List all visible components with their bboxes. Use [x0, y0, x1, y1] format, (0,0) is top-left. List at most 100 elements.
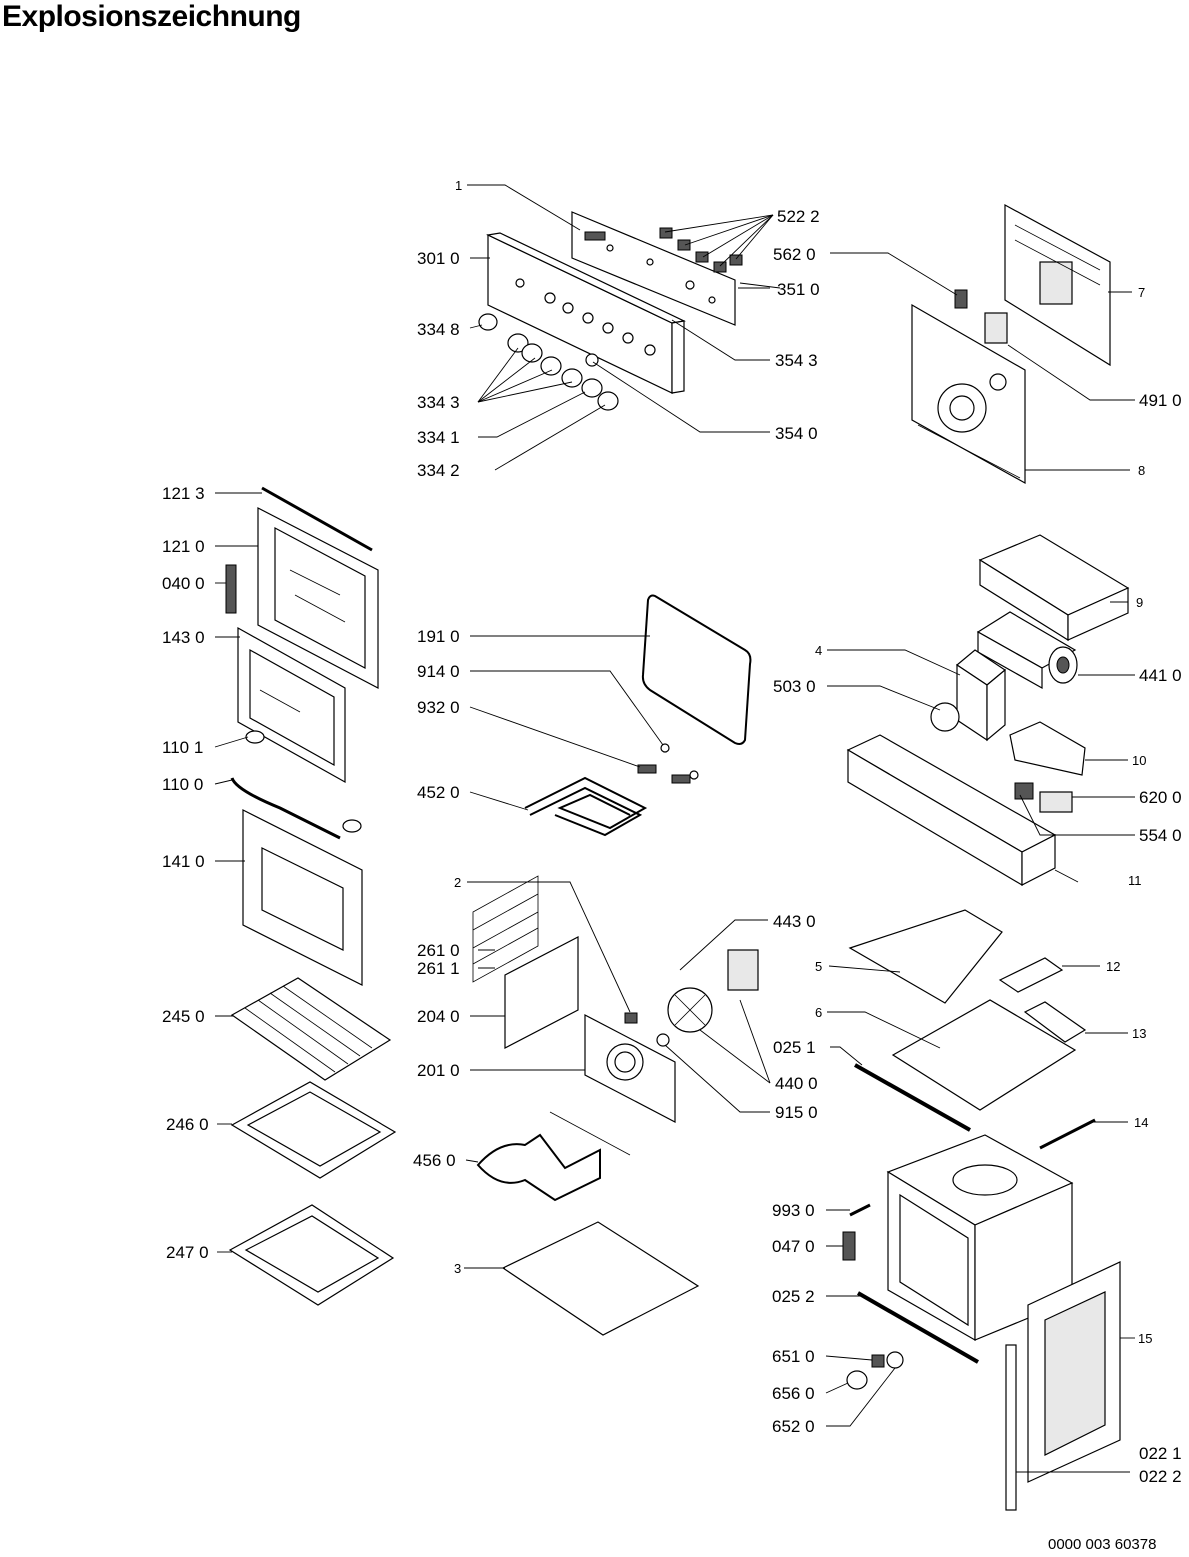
diagram-title: Explosionszeichnung [2, 0, 301, 33]
label-993-0: 993 0 [772, 1201, 815, 1220]
hinge-part [225, 564, 237, 614]
label-932-0: 932 0 [417, 698, 460, 717]
cover-plate-part [1009, 721, 1086, 776]
front-panel-part [486, 232, 686, 394]
terminal-part-2 [671, 774, 691, 784]
label-656-0: 656 0 [772, 1384, 815, 1403]
lamp-socket-part [871, 1354, 885, 1368]
label-351-0: 351 0 [777, 280, 820, 299]
label-440-0: 440 0 [775, 1074, 818, 1093]
outer-door-part [242, 809, 363, 986]
label-562-0: 562 0 [773, 245, 816, 264]
door-frame-part [257, 507, 379, 689]
screw-part [849, 1203, 871, 1217]
label-040-0: 040 0 [162, 574, 205, 593]
wire-rack-part [230, 977, 392, 1081]
label-10: 10 [1132, 753, 1146, 768]
label-245-0: 245 0 [162, 1007, 205, 1026]
label-15: 15 [1138, 1331, 1152, 1346]
label-022-1: 022 1 [1139, 1444, 1182, 1463]
label-110-0: 110 0 [162, 775, 203, 794]
top-plate-part [891, 999, 1077, 1111]
terminal-part [637, 764, 657, 774]
label-11: 11 [1128, 873, 1142, 888]
knob-parts [478, 313, 619, 411]
rod-part [1039, 1118, 1096, 1150]
label-12: 12 [1106, 959, 1120, 974]
lamp-part [886, 1351, 904, 1369]
baking-tray-part [230, 1081, 397, 1179]
nut-part [660, 743, 670, 753]
switch-part [1014, 782, 1034, 800]
label-334-1: 334 1 [417, 428, 460, 447]
rail-part [854, 1063, 971, 1132]
label-191-0: 191 0 [417, 627, 460, 646]
label-143-0: 143 0 [162, 628, 205, 647]
oven-seal-part [641, 594, 752, 745]
label-3: 3 [454, 1261, 461, 1276]
tangential-fan-part [976, 611, 1078, 690]
terminal-block-part [1039, 791, 1073, 813]
label-4: 4 [815, 643, 822, 658]
handle-part [230, 777, 341, 840]
top-cover-part [848, 909, 1003, 1004]
control-bracket-part [571, 211, 736, 326]
label-301-0: 301 0 [417, 249, 460, 268]
cooling-box-part [978, 534, 1130, 642]
fan-housing-part [930, 649, 1007, 742]
label-247-0: 247 0 [166, 1243, 209, 1262]
fan-cover-part [584, 1012, 676, 1123]
label-025-1: 025 1 [773, 1038, 816, 1057]
lamp-cover-part [846, 1370, 868, 1390]
label-441-0: 441 0 [1139, 666, 1182, 685]
label-246-0: 246 0 [166, 1115, 209, 1134]
label-6: 6 [815, 1005, 822, 1020]
side-wall-part [504, 936, 579, 1049]
label-7: 7 [1138, 285, 1145, 300]
label-141-0: 141 0 [162, 852, 205, 871]
label-022-2: 022 2 [1139, 1467, 1182, 1486]
label-201-0: 201 0 [417, 1061, 460, 1080]
label-456-0: 456 0 [413, 1151, 456, 1170]
label-620-0: 620 0 [1139, 788, 1182, 807]
switch-parts [659, 227, 781, 289]
lower-heater-part [476, 1111, 631, 1202]
inner-glass-part [237, 626, 346, 784]
fan-part [656, 949, 759, 1047]
nut-part-2 [689, 770, 699, 780]
document-number: 0000 003 60378 [1048, 1536, 1157, 1553]
label-503-0: 503 0 [773, 677, 816, 696]
label-5: 5 [815, 959, 822, 974]
label-914-0: 914 0 [417, 662, 460, 681]
back-panel-part [1004, 203, 1111, 367]
label-652-0: 652 0 [772, 1417, 815, 1436]
label-1: 1 [455, 178, 462, 193]
label-8: 8 [1138, 463, 1145, 478]
label-14: 14 [1134, 1115, 1148, 1130]
label-047-0: 047 0 [772, 1237, 815, 1256]
label-13: 13 [1132, 1026, 1146, 1041]
bracket-13-part [1023, 1001, 1087, 1043]
label-522-2: 522 2 [777, 207, 820, 226]
label-110-1: 110 1 [162, 738, 203, 757]
label-334-2: 334 2 [417, 461, 460, 480]
gasket-part [261, 486, 373, 552]
label-334-3: 334 3 [417, 393, 460, 412]
front-frame-part [846, 734, 1057, 887]
leader-lines [214, 184, 1135, 1473]
label-121-3: 121 3 [162, 484, 205, 503]
label-554-0: 554 0 [1139, 826, 1182, 845]
label-9: 9 [1136, 595, 1143, 610]
bottom-panel-part [501, 1221, 700, 1336]
rear-wall-part [911, 303, 1026, 485]
bracket-12-part [998, 957, 1064, 993]
label-491-0: 491 0 [1139, 391, 1182, 410]
clip-part [842, 1231, 856, 1261]
seal-part-2 [342, 819, 362, 833]
part-labels: 1 522 2 301 0 562 0 351 0 7 334 8 354 3 … [162, 178, 1182, 1486]
label-443-0: 443 0 [773, 912, 816, 931]
shelf-support-part [472, 875, 539, 983]
rail-part-2 [857, 1291, 979, 1364]
label-261-1: 261 1 [417, 959, 460, 978]
